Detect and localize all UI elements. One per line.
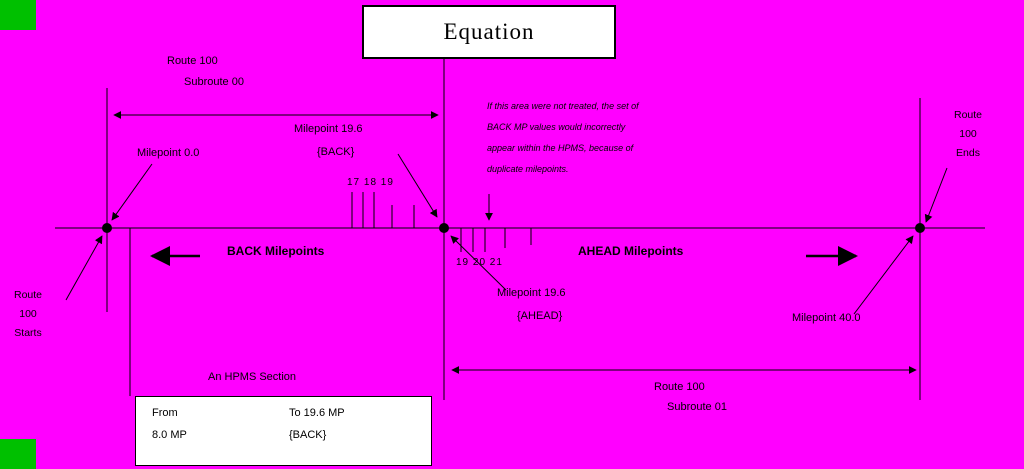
equation-box: Equation [362,5,616,59]
milepoint-196-back-line2: {BACK} [317,146,355,158]
section-to-value: {BACK} [289,429,327,441]
route-starts-line3: Starts [14,327,42,339]
equation-title: Equation [443,19,535,44]
section-from-value: 8.0 MP [152,429,187,441]
back-ticks-label: 17 18 19 [347,177,394,188]
ahead-milepoints-label: AHEAD Milepoints [578,244,684,258]
milepoint-40-label: Milepoint 40.0 [792,312,861,324]
equation-node-dot [439,223,449,233]
route-100-ends-label: Route 100 Ends [944,106,992,163]
ahead-ticks-label: 19 20 21 [456,257,503,268]
equation-note-line3: appear within the HPMS, because of [487,143,634,153]
route-end-node-dot [915,223,925,233]
section-to-label: To 19.6 MP [289,407,345,419]
route-starts-pointer-arrow [65,235,103,301]
section-from-label: From [152,407,178,419]
milepoint-196-ahead-line2: {AHEAD} [517,310,563,322]
route-ends-line3: Ends [956,147,980,159]
milepoint-196-back-line1: Milepoint 19.6 [294,123,363,135]
route-100-starts-label: Route 100 Starts [4,286,52,343]
equation-note-line2: BACK MP values would incorrectly [487,122,626,132]
route-starts-line1: Route [13,289,43,301]
green-corner-bottom-left [0,439,36,469]
milepoint-196-back-pointer-arrow [397,153,438,218]
hpms-section-caption: An HPMS Section [208,371,297,383]
route-100-subroute-00-line2: Subroute 00 [184,76,244,88]
milepoint-0-label: Milepoint 0.0 [137,147,200,159]
route-start-node-dot [102,223,112,233]
route-starts-line2: 100 [19,308,37,320]
green-corner-top-left [0,0,36,30]
milepoint-40-pointer-arrow [853,235,914,315]
route-ends-line1: Route [953,109,983,121]
milepoint-196-ahead-line1: Milepoint 19.6 [497,287,566,299]
route-100-subroute-00-line1: Route 100 [167,55,218,67]
route-ends-line2: 100 [959,128,977,140]
equation-note-line1: If this area were not treated, the set o… [487,101,639,111]
milepoint-0-pointer-arrow [111,163,153,221]
milepoint-196-ahead-pointer-arrow [450,235,507,291]
route-100-subroute-01-line2: Subroute 01 [667,401,727,413]
hpms-section-box: From 8.0 MP To 19.6 MP {BACK} [135,396,432,466]
equation-note-line4: duplicate milepoints. [487,164,569,174]
route-ends-pointer-arrow [924,167,948,223]
route-100-subroute-01-line1: Route 100 [654,381,705,393]
equation-note: If this area were not treated, the set o… [487,96,647,180]
back-milepoints-label: BACK Milepoints [227,244,325,258]
